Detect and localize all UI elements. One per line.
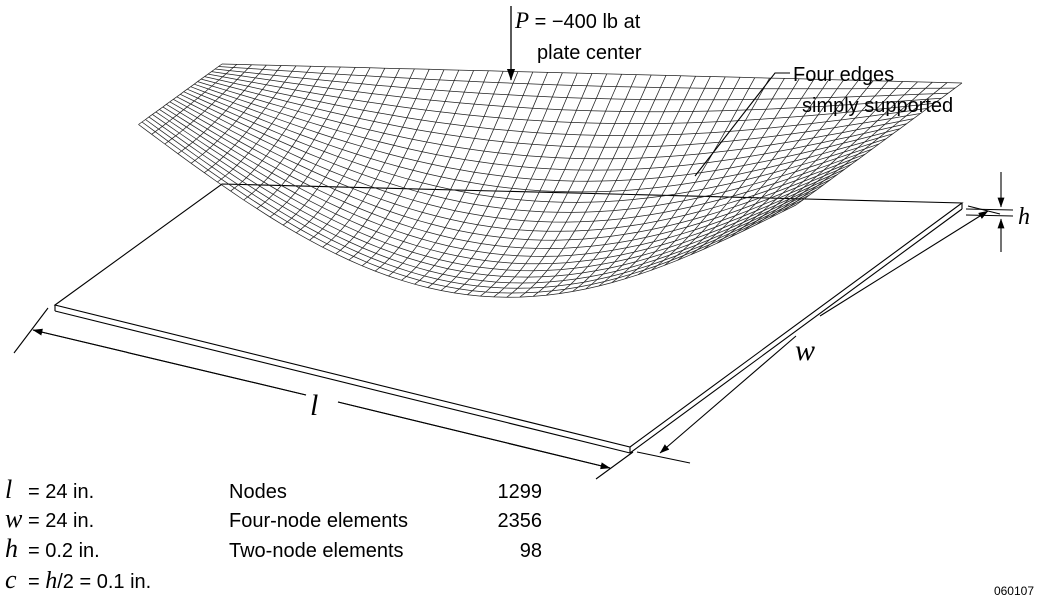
param-l: l= 24 in. <box>5 475 94 504</box>
dimension-w-label: w <box>795 334 815 367</box>
dimension-l-label: l <box>310 389 318 422</box>
load-label-line1: P = −400 lb at <box>514 8 641 33</box>
stat-value: 1299 <box>498 481 543 503</box>
load-label-line2: plate center <box>537 42 642 64</box>
stat-value: 98 <box>520 540 542 562</box>
parameter-list: l= 24 in. w= 24 in. h= 0.2 in. c= h/2 = … <box>5 475 151 594</box>
deformed-mesh <box>138 63 963 298</box>
stat-label: Two-node elements <box>229 540 404 562</box>
dimension-l <box>13 307 634 480</box>
plate-outline <box>53 183 964 454</box>
support-note-line2: simply supported <box>802 95 953 117</box>
dimension-h <box>965 172 1014 252</box>
figure-id: 060107 <box>994 584 1034 598</box>
param-c: c= h/2 = 0.1 in. <box>5 565 151 594</box>
stat-label: Four-node elements <box>229 510 408 532</box>
dimension-w <box>636 205 1001 464</box>
mesh-stats: Nodes 1299 Four-node elements 2356 Two-n… <box>229 481 542 562</box>
param-w: w= 24 in. <box>5 504 94 533</box>
stat-value: 2356 <box>498 510 543 532</box>
stat-label: Nodes <box>229 481 287 503</box>
support-leader <box>694 72 790 177</box>
param-h: h= 0.2 in. <box>5 534 100 563</box>
support-note-line1: Four edges <box>793 64 894 86</box>
dimension-h-label: h <box>1018 204 1030 230</box>
